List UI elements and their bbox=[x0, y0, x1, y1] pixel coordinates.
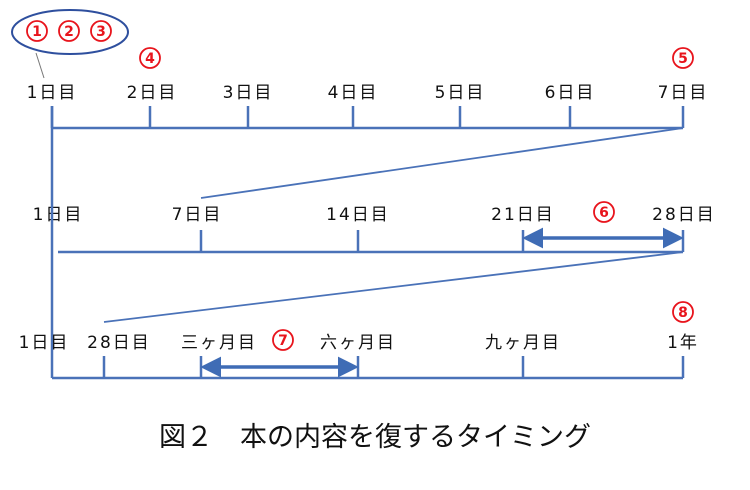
t2-label-day7: 7日目 bbox=[172, 205, 223, 225]
marker-1-number: 1 bbox=[32, 24, 42, 40]
t3-label-day1: 1日目 bbox=[19, 333, 70, 353]
t1-label-day2: 2日目 bbox=[127, 83, 178, 103]
t3-label-month6: 六ヶ月目 bbox=[320, 333, 396, 353]
t1-label-day5: 5日目 bbox=[435, 83, 486, 103]
t1-label-day3: 3日目 bbox=[223, 83, 274, 103]
marker-8: 8 bbox=[672, 301, 694, 323]
marker-3-number: 3 bbox=[96, 24, 106, 40]
timeline-2: 1日目 7日目 14日目 21日目 28日目 bbox=[33, 205, 716, 254]
marker-5: 5 bbox=[672, 47, 694, 69]
connector-t2-t3 bbox=[103, 251, 684, 323]
marker-1: 1 bbox=[26, 20, 48, 42]
marker-2: 2 bbox=[58, 20, 80, 42]
marker-8-number: 8 bbox=[678, 305, 688, 321]
timeline-3: 1日目 28日目 三ヶ月目 六ヶ月目 九ヶ月目 1年 bbox=[19, 333, 699, 380]
t3-label-year1: 1年 bbox=[667, 333, 699, 353]
t2-label-day28: 28日目 bbox=[652, 205, 716, 225]
marker-4-number: 4 bbox=[145, 51, 155, 67]
marker-2-number: 2 bbox=[64, 24, 74, 40]
marker-3: 3 bbox=[90, 20, 112, 42]
marker-5-number: 5 bbox=[678, 51, 688, 67]
marker-4: 4 bbox=[139, 47, 161, 69]
t3-label-month9: 九ヶ月目 bbox=[485, 333, 561, 353]
t1-label-day6: 6日目 bbox=[545, 83, 596, 103]
figure-caption: 図２ 本の内容を復するタイミング bbox=[159, 422, 591, 453]
t2-label-day21: 21日目 bbox=[491, 205, 555, 225]
t2-label-day1: 1日目 bbox=[33, 205, 84, 225]
marker-6: 6 bbox=[593, 201, 615, 223]
connector-t1-t2 bbox=[200, 127, 684, 199]
marker-7: 7 bbox=[272, 329, 294, 351]
t3-label-month3: 三ヶ月目 bbox=[181, 333, 257, 353]
timeline-1: 1日目 2日目 3日目 4日目 5日目 6日目 7日目 bbox=[27, 83, 709, 130]
group-pointer-line bbox=[35, 52, 45, 79]
t2-label-day14: 14日目 bbox=[326, 205, 390, 225]
t1-label-day7: 7日目 bbox=[658, 83, 709, 103]
marker-7-number: 7 bbox=[278, 333, 288, 349]
marker-6-number: 6 bbox=[599, 205, 609, 221]
t1-label-day1: 1日目 bbox=[27, 83, 78, 103]
t1-label-day4: 4日目 bbox=[328, 83, 379, 103]
t3-label-day28: 28日目 bbox=[87, 333, 151, 353]
marker-group-1-2-3: 1 2 3 bbox=[11, 9, 129, 79]
